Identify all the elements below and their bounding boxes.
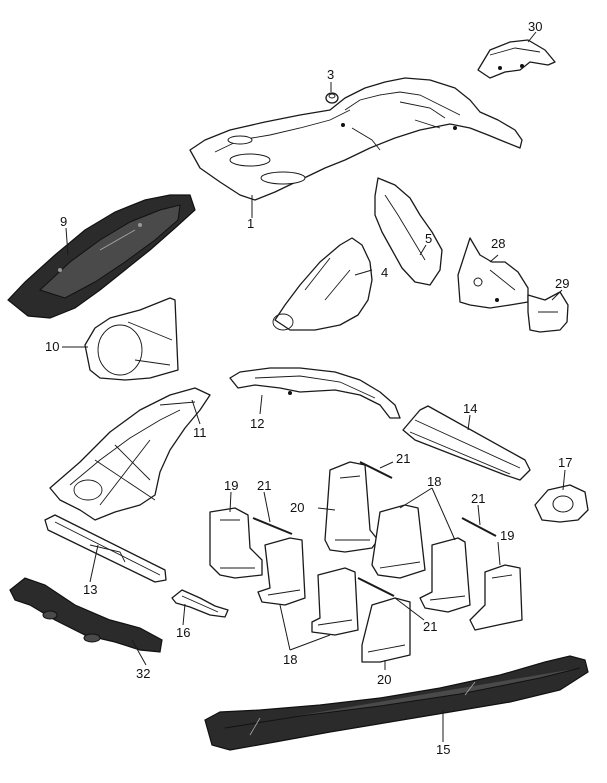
callout-28: 28 <box>491 236 505 251</box>
callout-21-lower: 21 <box>423 619 437 634</box>
callout-21-right: 21 <box>471 491 485 506</box>
part-21-rod-c <box>461 517 497 537</box>
part-20-tin-lower <box>361 597 411 663</box>
part-4-duct <box>272 237 373 331</box>
part-30-bracket <box>477 39 556 79</box>
part-16-small-bracket <box>171 589 229 618</box>
part-10-panel <box>84 297 179 381</box>
callout-21-left: 21 <box>257 478 271 493</box>
part-21-rod-d <box>357 577 395 597</box>
callout-18-lower: 18 <box>283 652 297 667</box>
leader-lines <box>62 31 566 742</box>
callout-12: 12 <box>250 416 264 431</box>
part-5-curved-plate <box>374 177 443 286</box>
callout-5: 5 <box>425 231 432 246</box>
callout-9: 9 <box>60 214 67 229</box>
callout-3: 3 <box>327 67 334 82</box>
part-13-rail <box>44 514 167 583</box>
part-32-dark-tube <box>9 577 163 653</box>
callout-4: 4 <box>381 265 388 280</box>
part-29-small-plate <box>527 291 569 333</box>
callout-20-upper: 20 <box>290 500 304 515</box>
callout-17: 17 <box>558 455 572 470</box>
callout-30: 30 <box>528 19 542 34</box>
callout-19-left: 19 <box>224 478 238 493</box>
callout-21-top: 21 <box>396 451 410 466</box>
part-15-dark-tray <box>204 655 589 751</box>
callout-13: 13 <box>83 582 97 597</box>
part-17-collar <box>534 484 589 523</box>
callout-29: 29 <box>555 276 569 291</box>
part-14-angled-tin <box>402 405 531 481</box>
callout-1: 1 <box>247 216 254 231</box>
part-18-tin-a <box>257 537 306 606</box>
callout-19-right: 19 <box>500 528 514 543</box>
callout-16: 16 <box>176 625 190 640</box>
part-21-rod-a <box>359 461 393 479</box>
part-18-tin-d <box>419 537 471 613</box>
part-1-engine-cover <box>189 77 523 201</box>
callout-20-lower: 20 <box>377 672 391 687</box>
part-9-fan-shroud <box>7 194 196 319</box>
part-20-tin-upper <box>324 461 379 553</box>
part-19-tin-right <box>469 564 523 631</box>
part-18-tin-c <box>371 504 426 579</box>
callout-18-upper: 18 <box>427 474 441 489</box>
part-12-bent-tin <box>229 367 401 419</box>
callout-10: 10 <box>45 339 59 354</box>
callout-labels: 1 3 4 5 9 10 11 12 13 14 15 16 17 18 18 … <box>45 19 572 757</box>
part-19-tin-left <box>209 507 263 579</box>
callout-32: 32 <box>136 666 150 681</box>
callout-11: 11 <box>193 425 207 440</box>
part-3-grommet <box>325 92 339 104</box>
callout-14: 14 <box>463 401 477 416</box>
callout-15: 15 <box>436 742 450 757</box>
part-21-rod-b <box>252 517 293 535</box>
part-18-tin-b <box>311 567 359 636</box>
part-11-side-panel <box>49 387 211 521</box>
